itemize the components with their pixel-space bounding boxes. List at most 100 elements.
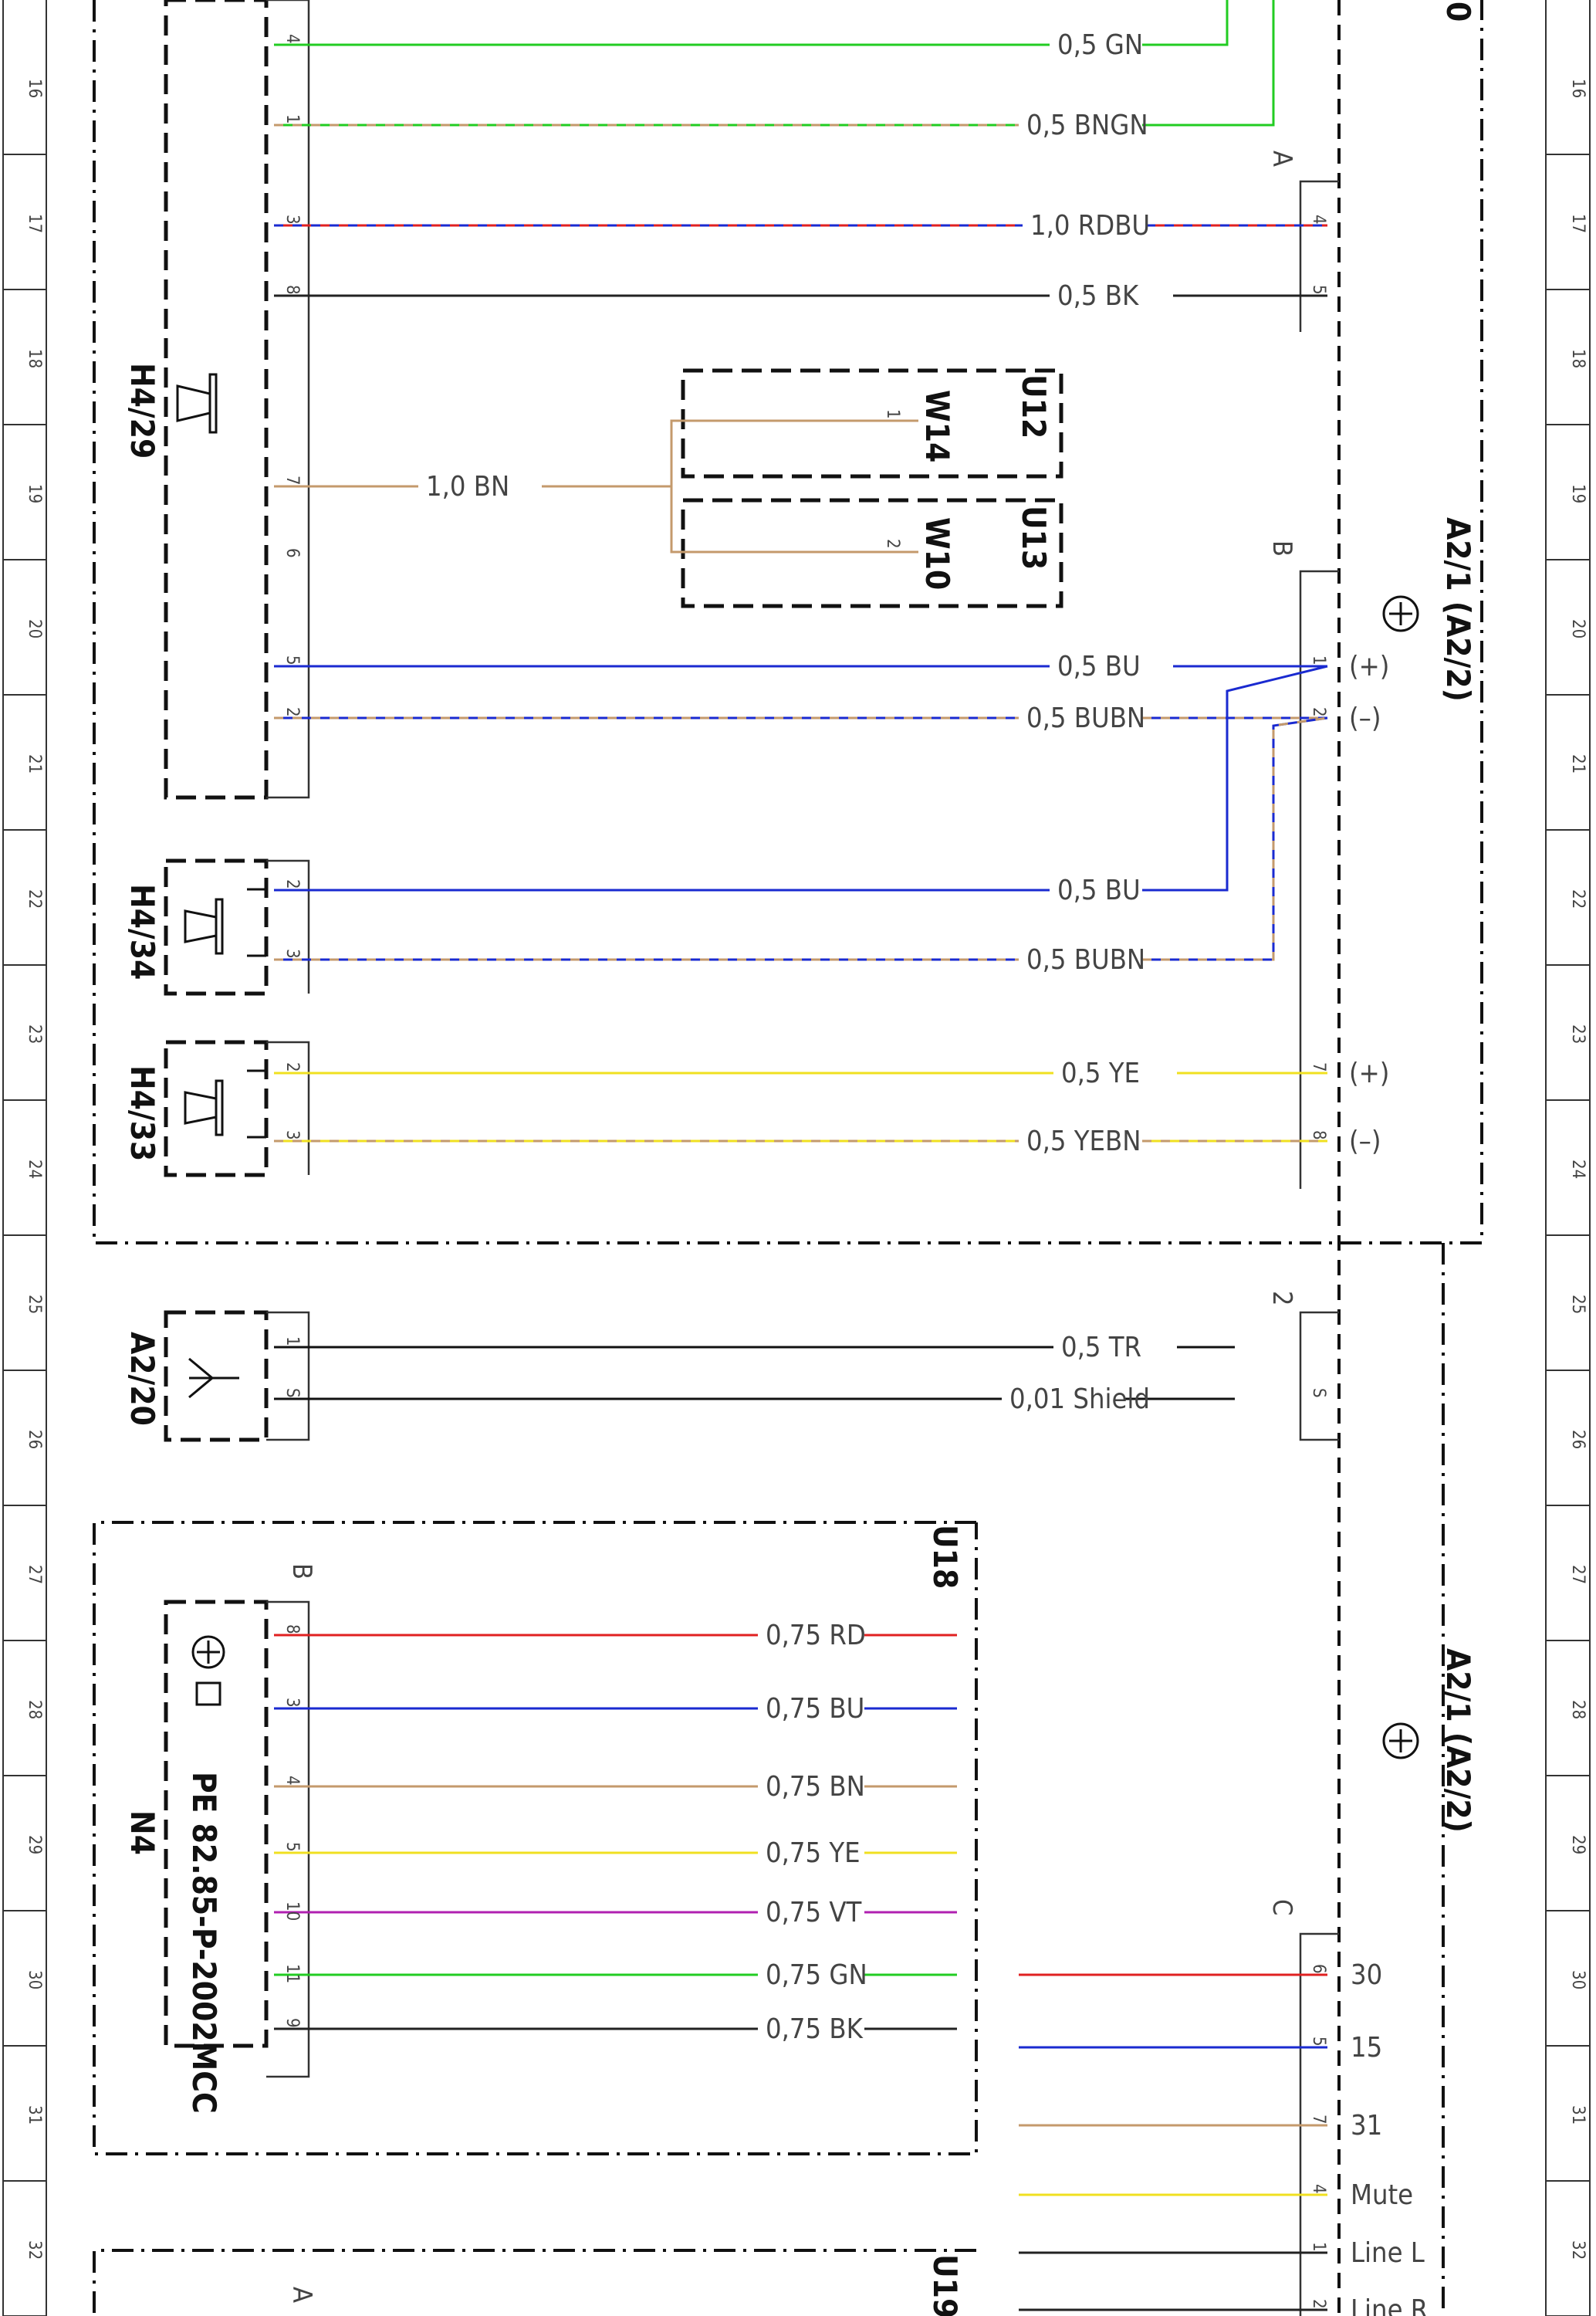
c-pin-name: Line L xyxy=(1351,2237,1425,2269)
c-pin-name: 31 xyxy=(1351,2110,1382,2142)
n4-box xyxy=(164,1600,269,2048)
antenna-icon-a2-20 xyxy=(188,1357,239,1399)
c-pin-number: 2 xyxy=(1309,2299,1328,2309)
right-pin-number: 4 xyxy=(1309,215,1328,225)
strip-number-right: 20 xyxy=(1568,619,1588,638)
h4-34-box xyxy=(164,858,269,996)
strip-number-right: 19 xyxy=(1568,484,1588,503)
strip-number-right: 24 xyxy=(1568,1160,1588,1179)
u12-label: U12 xyxy=(1015,374,1053,438)
radio-icon-lower xyxy=(1382,1722,1419,1759)
c-pin-number: 6 xyxy=(1309,1964,1328,1974)
c-pin-number: 1 xyxy=(1309,2242,1328,2252)
component-names: H4/29 H4/34 H4/33 A2/20 N4 PE 82.85-P-20… xyxy=(123,2,1477,2316)
bu-crossover xyxy=(1142,665,1328,892)
right-pin-polarity: (–) xyxy=(1349,703,1381,734)
u19-connector-a-label: A xyxy=(286,2287,317,2303)
strip-number-left: 29 xyxy=(25,1835,44,1854)
speaker-icon-h4-29 xyxy=(176,373,218,434)
left-pin-number: 2 xyxy=(282,707,302,717)
n4-pin-number: 10 xyxy=(282,1901,302,1921)
bn-branch-u13 xyxy=(670,486,698,554)
left-pin-number: 4 xyxy=(282,34,302,44)
wire-upper-label: 0,5 GN xyxy=(1057,29,1143,61)
strip-number-right: 30 xyxy=(1568,1970,1588,1989)
speaker-icon-h4-33 xyxy=(184,1069,266,1139)
bn-branch-u12 xyxy=(641,419,698,488)
strip-number-right: 21 xyxy=(1568,754,1588,774)
a2-20-box xyxy=(164,1310,269,1442)
w10-label: W10 xyxy=(918,517,956,590)
n4-wire-label: 0,75 BK xyxy=(766,2013,864,2045)
n4-connector-b-label: B xyxy=(286,1563,317,1580)
w14-label: W14 xyxy=(918,390,956,462)
strip-number-left: 23 xyxy=(25,1024,44,1044)
left-pin-number: 1 xyxy=(282,114,302,124)
left-pin-number: 3 xyxy=(282,949,302,959)
n4-pin-number: 3 xyxy=(282,1698,302,1708)
bngn-continuation xyxy=(1142,0,1275,127)
n4-wire-label: 0,75 BU xyxy=(766,1693,864,1725)
speaker-icon-h4-34 xyxy=(184,888,266,957)
h4-29-label: H4/29 xyxy=(123,363,161,459)
left-pin-number: S xyxy=(282,1388,302,1398)
n4-wire-label: 0,75 GN xyxy=(766,1959,867,1991)
strip-number-left: 24 xyxy=(25,1160,44,1179)
top-right-fragment: 0 xyxy=(1439,2,1477,22)
left-pin-number: 1 xyxy=(282,1336,302,1346)
n4-wire-label: 0,75 BN xyxy=(766,1771,865,1803)
strip-number-left: 27 xyxy=(25,1565,44,1584)
wire-upper-label: 0,5 TR xyxy=(1061,1332,1141,1363)
right-pin-number: 2 xyxy=(1309,707,1328,717)
left-pin-number: 3 xyxy=(282,215,302,225)
strip-number-right: 16 xyxy=(1568,79,1588,98)
strip-number-left: 22 xyxy=(25,889,44,909)
strip-number-left: 21 xyxy=(25,754,44,774)
radio-icon-n4 xyxy=(191,1635,225,1706)
wire-upper-label: 1,0 BN xyxy=(426,471,509,503)
strip-number-left: 18 xyxy=(25,349,44,368)
connector-b-label: B xyxy=(1266,540,1297,557)
h4-33-label: H4/33 xyxy=(123,1065,161,1161)
wire-upper-label: 0,5 YEBN xyxy=(1026,1126,1141,1157)
strip-number-left: 31 xyxy=(25,2105,44,2125)
strip-number-left: 17 xyxy=(25,214,44,233)
u12-box xyxy=(681,368,1063,479)
u18-label: U18 xyxy=(926,1525,964,1589)
c-pin-name: Mute xyxy=(1351,2179,1413,2211)
n4-pin-number: 9 xyxy=(282,2018,302,2028)
h4-33-box xyxy=(164,1040,269,1177)
connector-c-label: C xyxy=(1266,1899,1297,1915)
n4-pin-number: 8 xyxy=(282,1624,302,1634)
right-pin-number: 8 xyxy=(1309,1130,1328,1140)
h4-29-box xyxy=(164,0,269,800)
component-blocks xyxy=(164,0,1063,2048)
wire-upper-label: 1,0 RDBU xyxy=(1030,210,1150,242)
right-pin-polarity: (+) xyxy=(1349,1058,1389,1089)
n4-label: N4 xyxy=(123,1810,161,1855)
strip-number-right: 28 xyxy=(1568,1700,1588,1719)
a2-1-lower-label: A2/1 (A2/2) xyxy=(1439,1648,1477,1833)
left-pin-number: 8 xyxy=(282,285,302,295)
left-ruler-strip xyxy=(2,0,47,2316)
u13-label: U13 xyxy=(1015,506,1053,570)
connector-housings xyxy=(266,0,1339,2316)
wire-upper-label: 0,5 BU xyxy=(1057,875,1141,906)
right-pin-number: 7 xyxy=(1309,1062,1328,1072)
n4-wire-label: 0,75 VT xyxy=(766,1897,862,1928)
strip-number-left: 26 xyxy=(25,1430,44,1449)
h4-34-label: H4/34 xyxy=(123,884,161,980)
u13-pin-number: 2 xyxy=(883,539,902,549)
n4-wire-label: 0,75 RD xyxy=(766,1620,866,1651)
gn-continuation xyxy=(1142,0,1229,46)
u19-label: U19 xyxy=(926,2254,964,2316)
strip-number-right: 32 xyxy=(1568,2240,1588,2260)
n4-part-number: PE 82.85-P-2002MCC xyxy=(185,1772,223,2114)
radio-icon-upper xyxy=(1382,595,1419,632)
strip-number-left: 25 xyxy=(25,1295,44,1314)
wire-upper-label: 0,5 BK xyxy=(1057,280,1139,312)
wire-group xyxy=(3,0,1590,2316)
left-pin-number: 2 xyxy=(282,1062,302,1072)
